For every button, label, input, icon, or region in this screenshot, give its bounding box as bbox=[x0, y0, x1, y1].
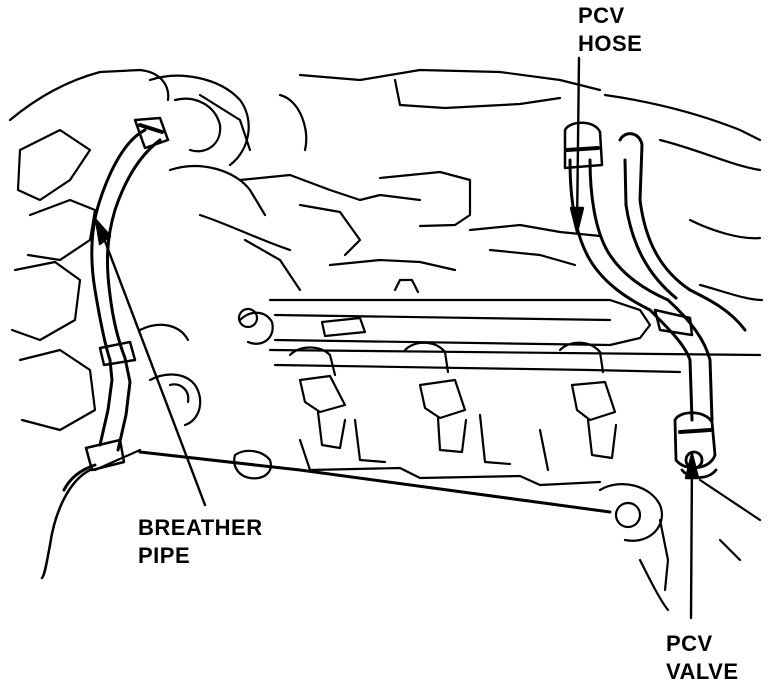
breather-pipe-label-line1: BREATHER bbox=[138, 515, 263, 540]
pcv-valve-arrow-head bbox=[684, 452, 700, 480]
breather-pipe-label-line2: PIPE bbox=[138, 543, 191, 568]
pcv-valve-label: PCV VALVE bbox=[666, 630, 739, 686]
leader-arrows bbox=[94, 56, 700, 620]
breather-pipe-label: BREATHER PIPE bbox=[138, 514, 263, 570]
pcv-hose-arrow-line bbox=[575, 56, 581, 230]
breather-arrow-head bbox=[94, 218, 112, 246]
pcv-hose-label-line1: PCV bbox=[578, 3, 625, 28]
pcv-valve-label-line1: PCV bbox=[666, 631, 713, 656]
pcv-valve-arrow-line bbox=[689, 454, 694, 620]
pcv-hose bbox=[563, 121, 747, 422]
pcv-valve-label-line2: VALVE bbox=[666, 659, 739, 684]
pcv-hose-label: PCV HOSE bbox=[578, 2, 642, 58]
engine-block-outline bbox=[8, 68, 764, 612]
breather-arrow-line bbox=[98, 226, 207, 507]
pcv-hose-label-line2: HOSE bbox=[578, 31, 643, 56]
pcv-hose-arrow-head bbox=[569, 206, 585, 234]
